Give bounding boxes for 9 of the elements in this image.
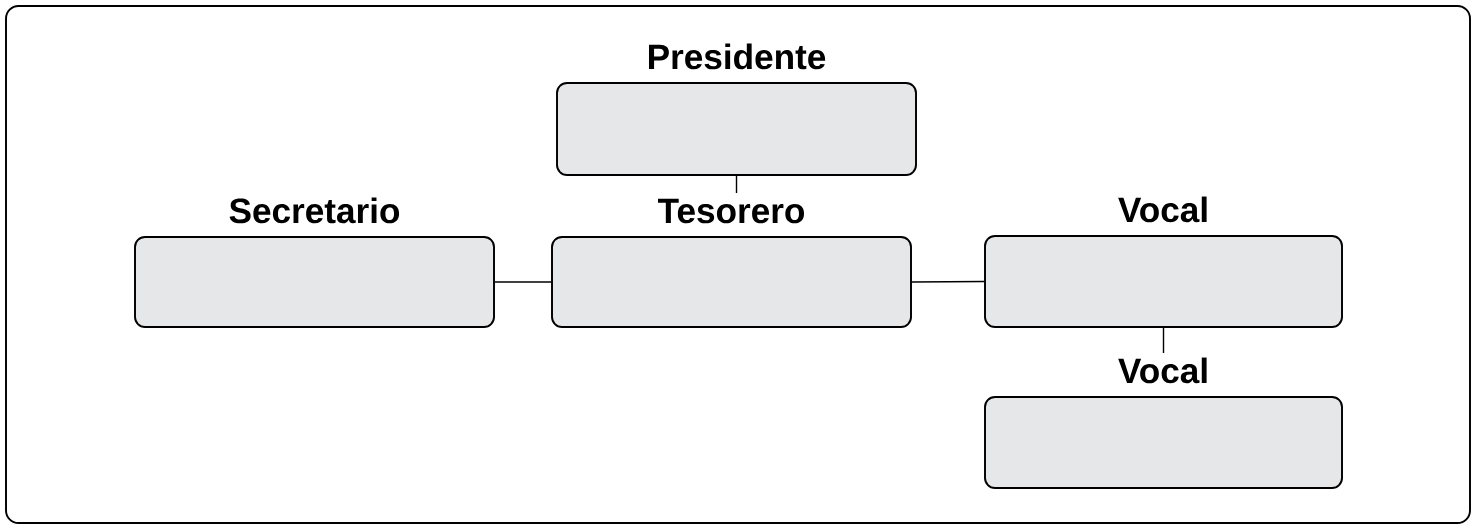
role-heading: Vocal <box>1118 357 1207 384</box>
connector-line <box>735 175 738 194</box>
role-heading: Tesorero <box>658 198 804 224</box>
role-heading: Presidente <box>649 43 826 70</box>
role-heading: Secretario <box>229 197 400 224</box>
connector-line <box>494 281 552 283</box>
role-heading: Vocal <box>1118 196 1207 223</box>
connector-line <box>1162 327 1165 354</box>
connector-line <box>911 280 985 283</box>
